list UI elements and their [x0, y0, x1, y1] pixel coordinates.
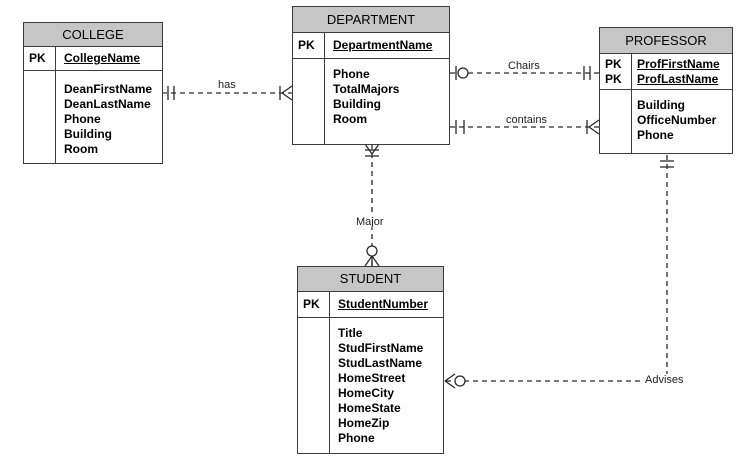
rel-college-has-department — [162, 85, 293, 101]
attribute-section: Building OfficeNumber Phone — [600, 90, 732, 153]
primary-key-row: PK CollegeName — [24, 47, 162, 71]
entity-department: DEPARTMENT PK DepartmentName Phone Total… — [292, 6, 450, 145]
attribute: StudFirstName — [338, 341, 424, 355]
pk-marker: PK — [605, 56, 622, 71]
attribute: HomeCity — [338, 386, 395, 400]
attribute: DeanFirstName — [64, 82, 153, 96]
entity-title: STUDENT — [298, 267, 443, 292]
primary-key: ProfLastName — [637, 71, 719, 86]
attribute-list: DeanFirstName DeanLastName Phone Buildin… — [56, 71, 162, 163]
attribute: Building — [333, 97, 381, 111]
rel-label-contains: contains — [505, 114, 548, 126]
primary-key: CollegeName — [64, 51, 141, 65]
attribute: Room — [64, 142, 98, 156]
rel-label-has: has — [217, 79, 237, 91]
entity-student: STUDENT PK StudentNumber Title StudFirst… — [297, 266, 444, 454]
attribute: Room — [333, 112, 367, 126]
attribute: Building — [64, 127, 112, 141]
pk-marker-column: PK PK — [600, 54, 632, 89]
rel-department-chairs-professor — [450, 66, 599, 80]
rel-label-chairs: Chairs — [507, 60, 541, 72]
entity-title: DEPARTMENT — [293, 7, 449, 33]
pk-marker-column: PK — [298, 292, 330, 317]
attribute-list: Phone TotalMajors Building Room — [325, 59, 449, 144]
primary-key: DepartmentName — [333, 38, 433, 52]
attribute: HomeState — [338, 401, 401, 415]
attribute: HomeZip — [338, 416, 390, 430]
primary-key-column: ProfFirstName ProfLastName — [632, 54, 732, 89]
attribute: DeanLastName — [64, 97, 151, 111]
primary-key-row: PK PK ProfFirstName ProfLastName — [600, 54, 732, 90]
rel-professor-advises-student — [444, 155, 674, 389]
rel-label-major: Major — [355, 216, 385, 228]
rel-department-major-student — [364, 143, 380, 267]
pk-marker-column: PK — [293, 33, 325, 58]
pk-marker: PK — [29, 51, 46, 65]
attribute: Phone — [333, 67, 370, 81]
pk-marker: PK — [298, 38, 315, 52]
entity-college: COLLEGE PK CollegeName DeanFirstName Dea… — [23, 22, 163, 164]
entity-title: COLLEGE — [24, 23, 162, 47]
entity-professor: PROFESSOR PK PK ProfFirstName ProfLastNa… — [599, 27, 733, 154]
rel-label-advises: Advises — [644, 374, 685, 386]
attribute: Phone — [637, 128, 674, 142]
primary-key: ProfFirstName — [637, 56, 720, 71]
attribute: StudLastName — [338, 356, 423, 370]
attribute-section: Phone TotalMajors Building Room — [293, 59, 449, 144]
primary-key-row: PK DepartmentName — [293, 33, 449, 59]
entity-title: PROFESSOR — [600, 28, 732, 54]
primary-key-row: PK StudentNumber — [298, 292, 443, 318]
attribute: Phone — [64, 112, 101, 126]
primary-key-column: DepartmentName — [325, 33, 449, 58]
attribute-section: DeanFirstName DeanLastName Phone Buildin… — [24, 71, 162, 163]
attribute-section: Title StudFirstName StudLastName HomeStr… — [298, 318, 443, 453]
attribute-list: Building OfficeNumber Phone — [632, 90, 732, 153]
pk-marker-column: PK — [24, 47, 56, 70]
attribute: Title — [338, 326, 363, 340]
rel-department-contains-professor — [450, 119, 600, 135]
pk-marker: PK — [303, 297, 320, 311]
primary-key-column: CollegeName — [56, 47, 162, 70]
attribute: TotalMajors — [333, 82, 400, 96]
attribute-list: Title StudFirstName StudLastName HomeStr… — [330, 318, 443, 453]
attribute: Phone — [338, 431, 375, 445]
attribute: Building — [637, 98, 685, 112]
pk-marker: PK — [605, 71, 622, 86]
primary-key-column: StudentNumber — [330, 292, 443, 317]
attribute: HomeStreet — [338, 371, 406, 385]
primary-key: StudentNumber — [338, 297, 428, 311]
attribute: OfficeNumber — [637, 113, 717, 127]
